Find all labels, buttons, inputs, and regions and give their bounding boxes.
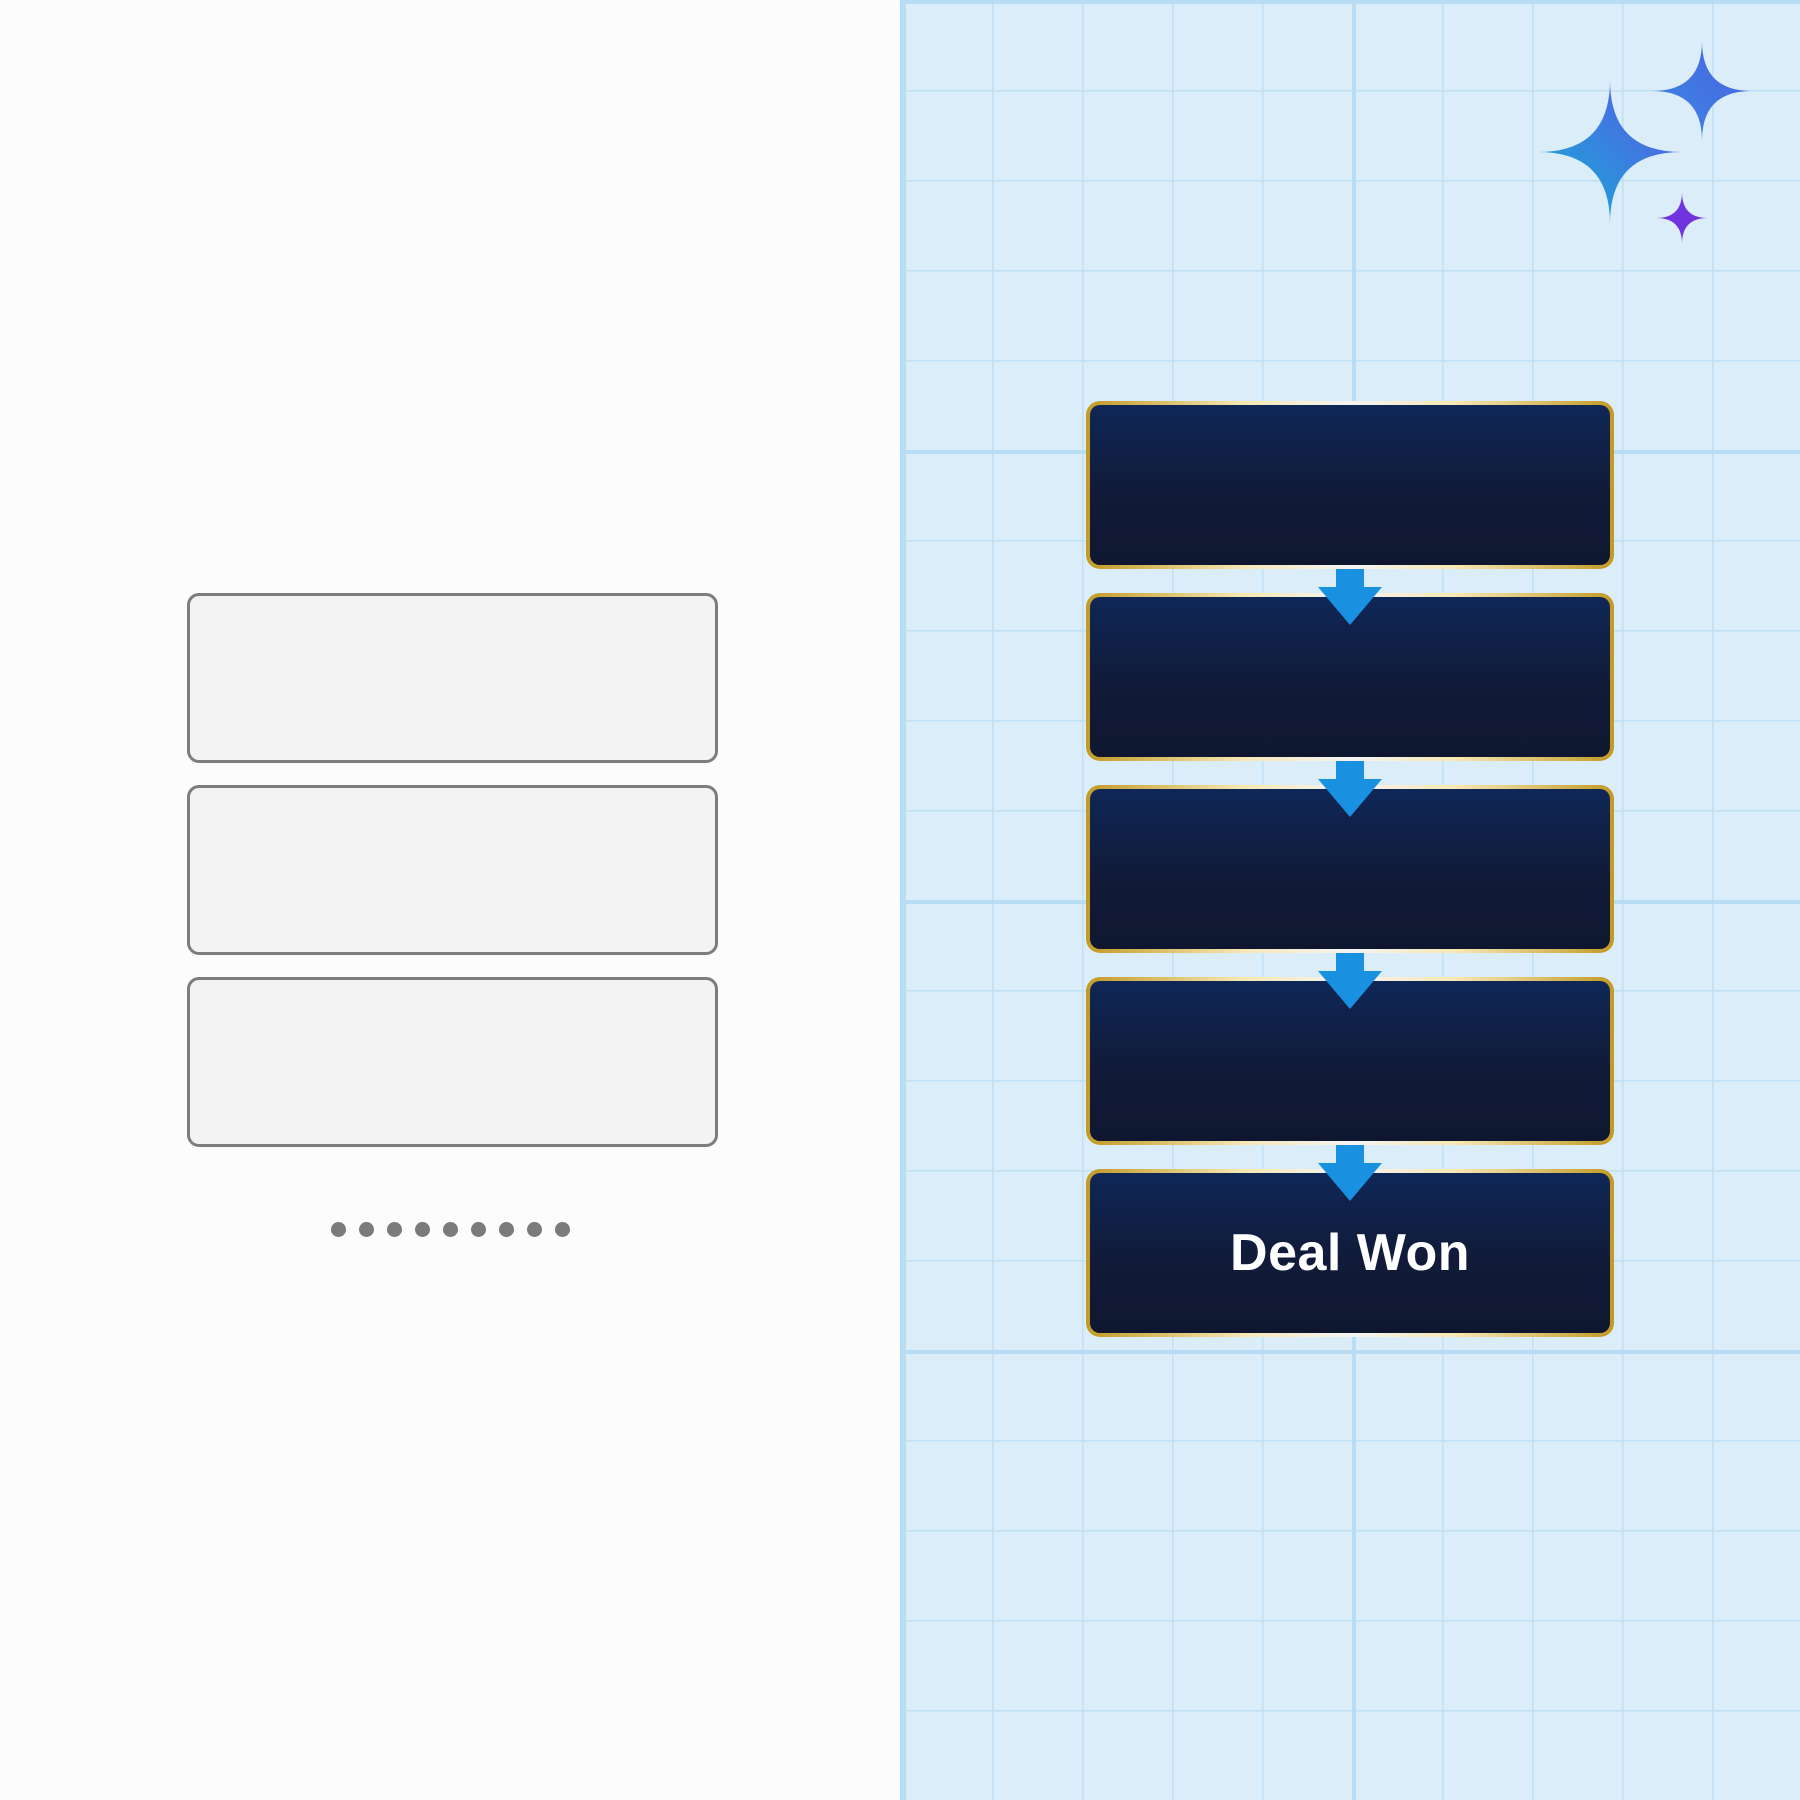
funnel-stage-1	[1086, 401, 1614, 569]
pagination-dot[interactable]	[527, 1222, 542, 1237]
placeholder-card	[187, 593, 718, 763]
pagination-dot[interactable]	[387, 1222, 402, 1237]
pagination-dot[interactable]	[471, 1222, 486, 1237]
pagination-dot[interactable]	[443, 1222, 458, 1237]
stage-label: Deal Won	[1230, 1224, 1470, 1282]
arrow-down-icon	[1318, 953, 1382, 1009]
placeholder-card	[187, 977, 718, 1147]
pagination-dot[interactable]	[331, 1222, 346, 1237]
left-panel	[187, 593, 718, 1237]
pagination-dot[interactable]	[499, 1222, 514, 1237]
pagination-dot[interactable]	[359, 1222, 374, 1237]
arrow-down-icon	[1318, 761, 1382, 817]
sparkles-icon	[1538, 41, 1752, 244]
arrow-down-icon	[1318, 1145, 1382, 1201]
placeholder-card	[187, 785, 718, 955]
pagination-dot[interactable]	[555, 1222, 570, 1237]
pagination-dot[interactable]	[415, 1222, 430, 1237]
arrow-down-icon	[1318, 569, 1382, 625]
